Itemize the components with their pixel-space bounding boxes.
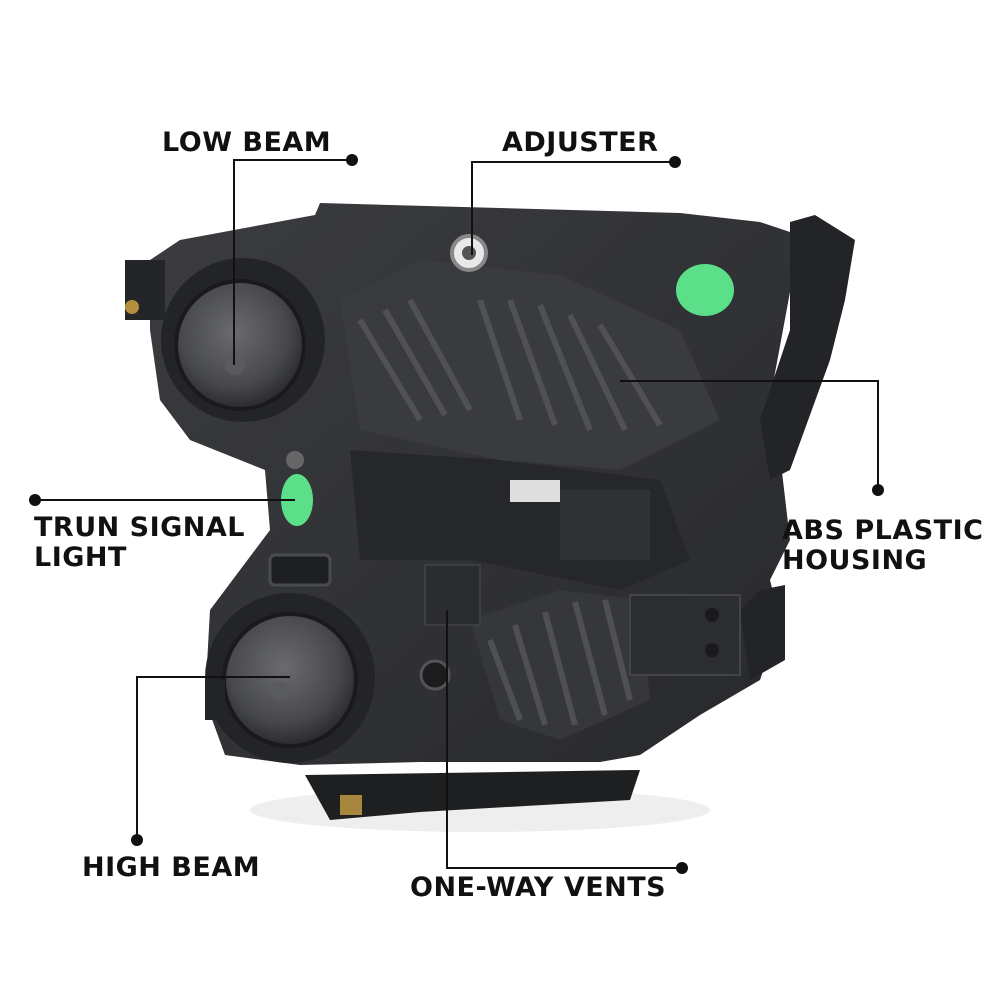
label-abs-housing: ABS PLASTIC HOUSING: [782, 516, 983, 576]
label-high-beam-text: HIGH BEAM: [82, 852, 261, 883]
label-turn-signal-line2: LIGHT: [34, 542, 127, 573]
green-cap-turn-signal: [281, 474, 313, 526]
side-bracket-lower: [740, 585, 785, 680]
right-plate: [629, 594, 741, 676]
mounting-base: [305, 770, 640, 820]
turn-signal-screw: [286, 451, 304, 469]
cavity-block: [560, 490, 650, 560]
label-turn-signal-line1: TRUN SIGNAL: [34, 512, 245, 543]
side-bracket: [760, 215, 855, 480]
label-high-beam: HIGH BEAM: [82, 853, 260, 883]
label-abs-housing-line1: ABS PLASTIC: [782, 515, 984, 546]
label-one-way-vents: ONE-WAY VENTS: [410, 873, 666, 903]
label-adjuster: ADJUSTER: [502, 128, 658, 158]
leader-low-beam: [233, 159, 352, 365]
leader-high-beam: [136, 676, 290, 840]
label-one-way-vents-text: ONE-WAY VENTS: [410, 872, 667, 903]
label-adjuster-text: ADJUSTER: [502, 127, 659, 158]
leader-abs-housing: [620, 380, 879, 490]
upper-panel: [340, 260, 720, 470]
label-low-beam-text: LOW BEAM: [162, 127, 332, 158]
leader-dots: [29, 154, 884, 874]
green-cap-top: [676, 264, 734, 316]
leader-lines: [35, 159, 879, 869]
low-beam-cap: [174, 279, 306, 411]
wire-connector: [268, 553, 332, 587]
dot-adjuster: [669, 156, 681, 168]
base-bracket: [340, 795, 362, 815]
label-low-beam: LOW BEAM: [162, 128, 331, 158]
plate-screw: [705, 608, 719, 622]
vent-block: [424, 564, 481, 626]
dot-turn-signal: [29, 494, 41, 506]
label-abs-housing-line2: HOUSING: [782, 545, 928, 576]
leader-adjuster: [471, 161, 675, 255]
lower-ribs: [487, 599, 633, 726]
adjuster-core: [462, 246, 476, 260]
vent-port: [419, 659, 451, 691]
cavity-slot: [510, 480, 560, 502]
plate-screw-lower: [705, 643, 719, 657]
label-turn-signal: TRUN SIGNAL LIGHT: [34, 513, 245, 573]
dot-one-way-vents: [676, 862, 688, 874]
leader-one-way-vents: [446, 610, 682, 869]
high-beam-cap: [222, 612, 358, 748]
high-beam-center: [271, 681, 289, 699]
left-tab-lower: [205, 680, 225, 720]
upper-ribs: [357, 298, 663, 432]
dot-low-beam: [346, 154, 358, 166]
dot-high-beam: [131, 834, 143, 846]
dot-abs-housing: [872, 484, 884, 496]
left-bolt: [125, 300, 139, 314]
